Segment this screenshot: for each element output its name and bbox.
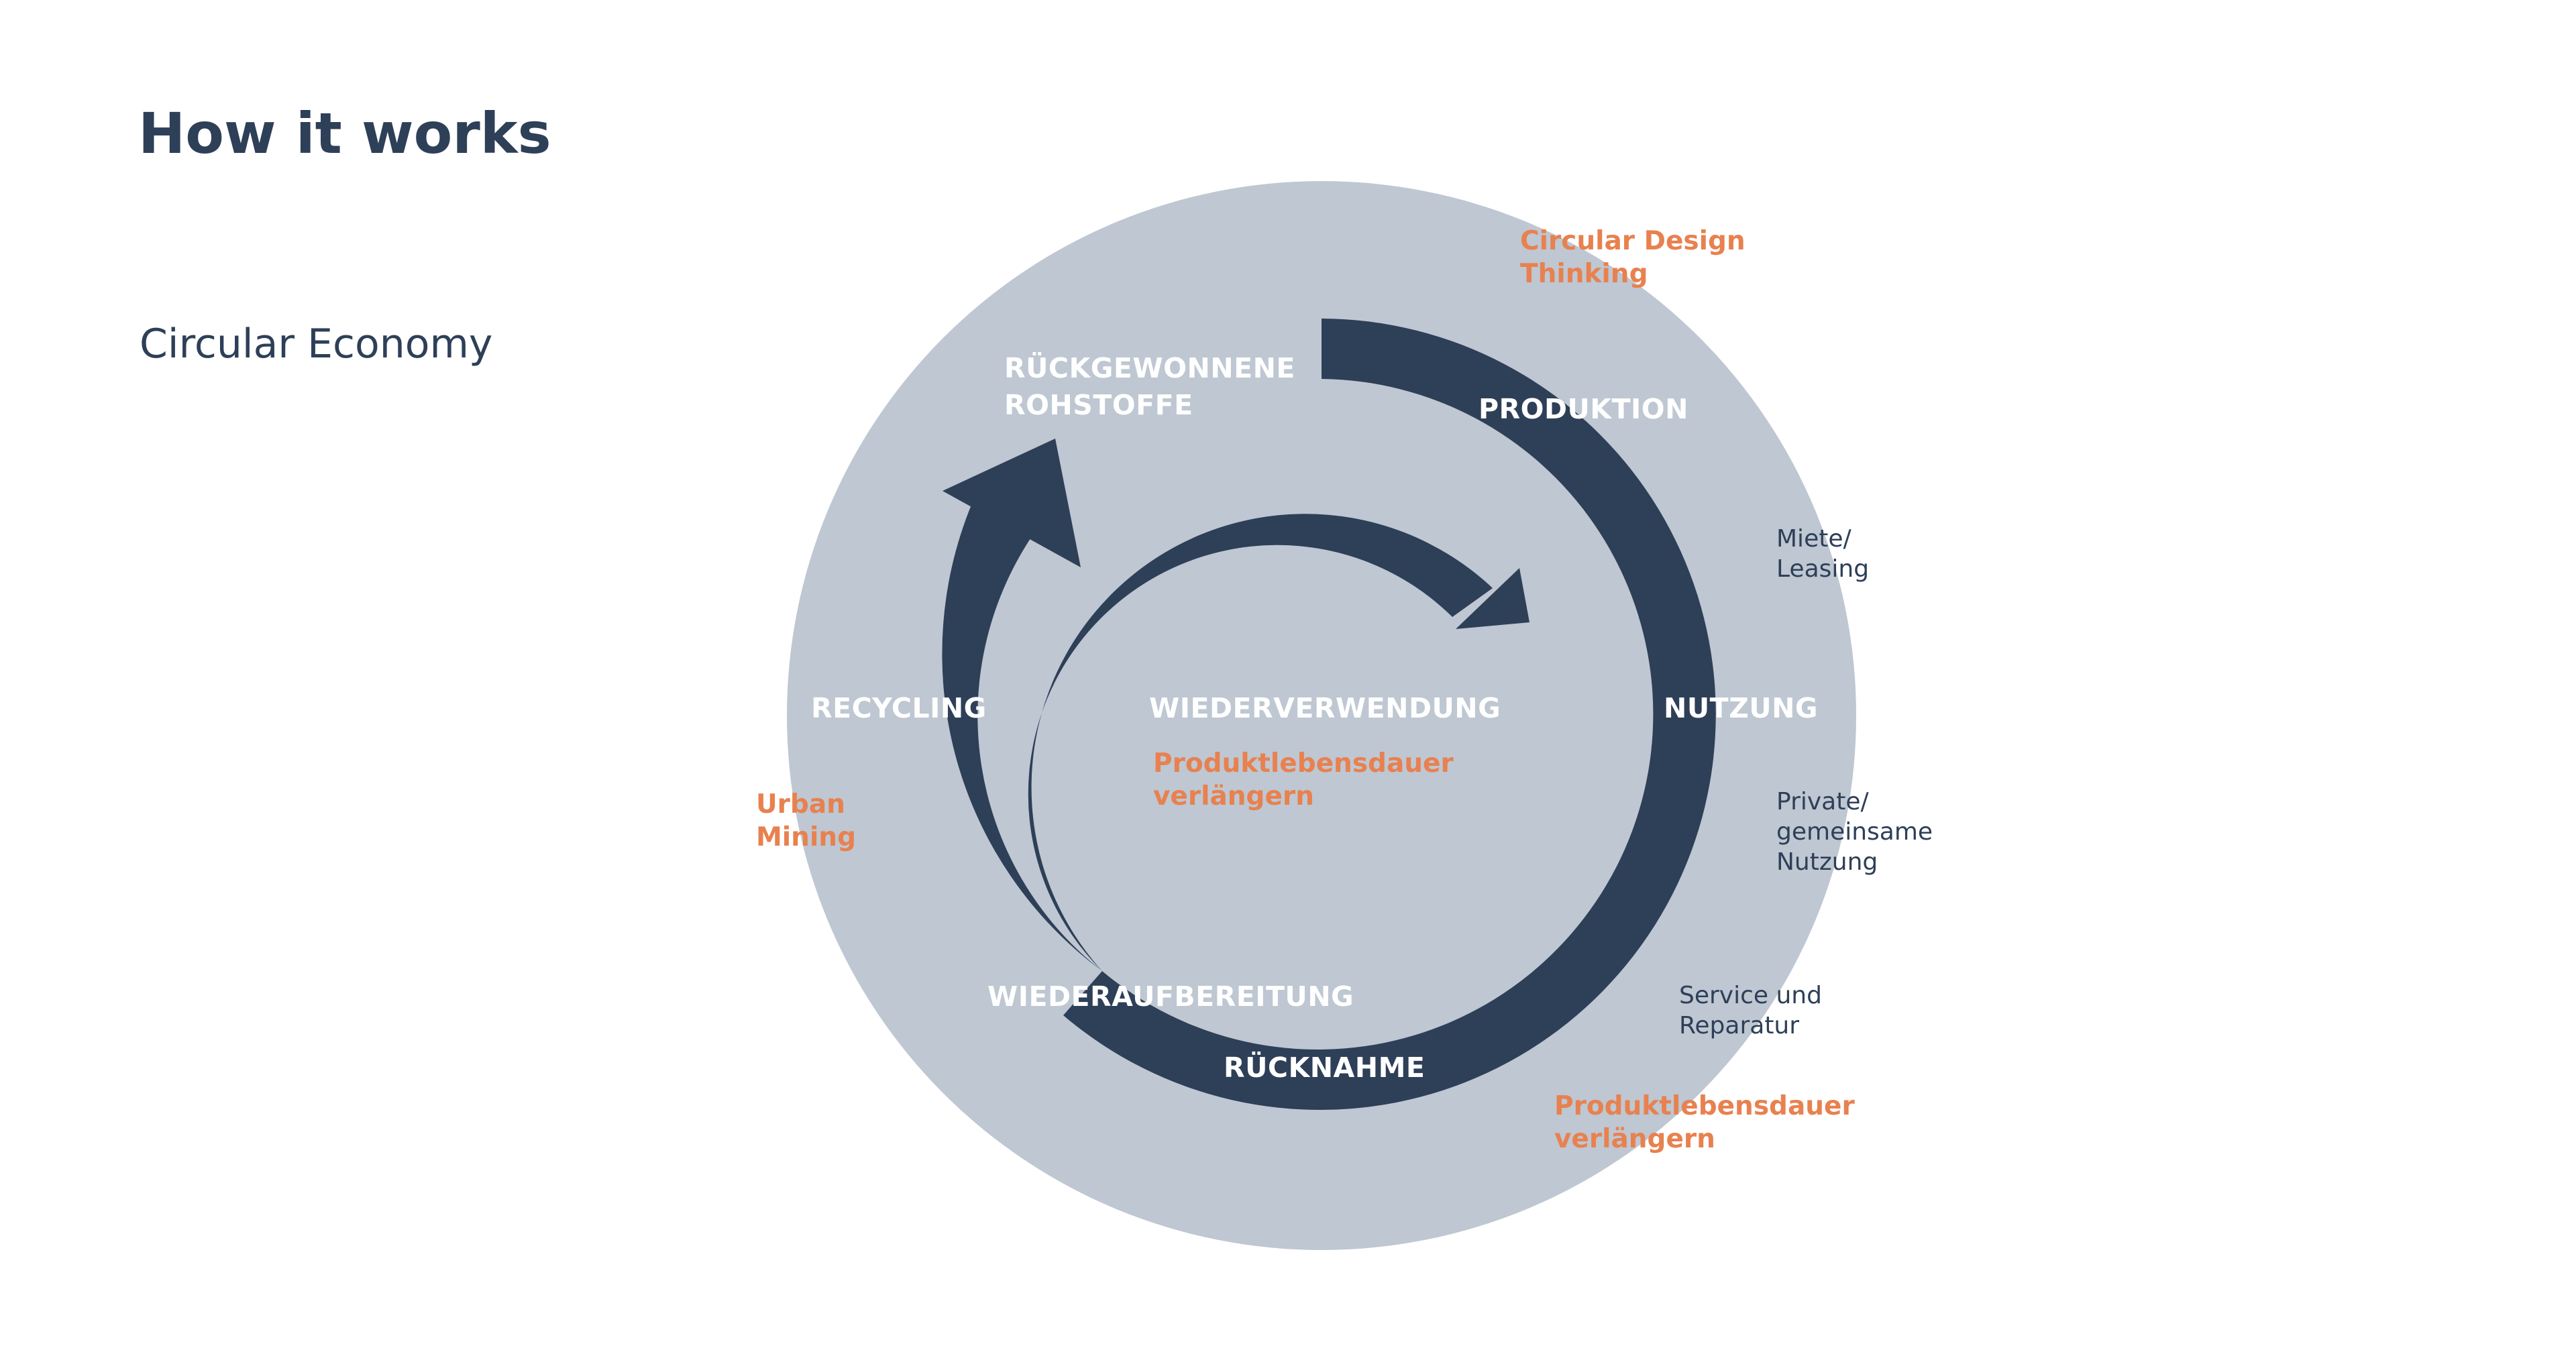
- note-service: Service und: [1679, 982, 1822, 1009]
- accent-urban-mining: Urban: [756, 789, 845, 819]
- note-private-line3: Nutzung: [1776, 848, 1878, 876]
- page-title: How it works: [138, 101, 551, 166]
- outer-cycle-arrow: [1063, 319, 1716, 1110]
- accent-inner-lifetime: Produktlebensdauer: [1153, 748, 1454, 779]
- inner-reuse-arrowhead: [1456, 568, 1529, 629]
- inner-reuse-arrow: [1028, 514, 1493, 971]
- page-subtitle: Circular Economy: [140, 321, 493, 367]
- stage-label-rohstoffe-line2: ROHSTOFFE: [1004, 389, 1193, 421]
- note-miete-line2: Leasing: [1776, 555, 1869, 583]
- stage-label-wiederaufbereitung: WIEDERAUFBEREITUNG: [987, 980, 1354, 1013]
- stage-label-wiederverwendung: WIEDERVERWENDUNG: [1149, 692, 1501, 724]
- note-private: Private/: [1776, 788, 1870, 815]
- accent-outer-lifetime-line2: verlängern: [1554, 1124, 1715, 1154]
- accent-urban-mining-line2: Mining: [756, 822, 856, 852]
- accent-circular-design-line2: Thinking: [1520, 259, 1648, 289]
- recycling-arrow-band: [942, 497, 1102, 971]
- accent-outer-lifetime: Produktlebensdauer: [1554, 1091, 1855, 1121]
- note-private-line2: gemeinsame: [1776, 818, 1933, 846]
- accent-circular-design: Circular Design: [1520, 226, 1746, 256]
- stage-label-rohstoffe: RÜCKGEWONNENE: [1004, 352, 1295, 384]
- stage-label-nutzung: NUTZUNG: [1664, 692, 1818, 724]
- stage-label-produktion: PRODUKTION: [1479, 393, 1688, 425]
- accent-inner-lifetime-line2: verlängern: [1153, 781, 1314, 811]
- note-miete: Miete/: [1776, 525, 1851, 553]
- note-service-line2: Reparatur: [1679, 1012, 1799, 1039]
- recycling-arrowhead: [943, 439, 1081, 567]
- stage-label-recycling: RECYCLING: [811, 692, 987, 724]
- stage-label-ruecknahme: RÜCKNAHME: [1224, 1052, 1425, 1084]
